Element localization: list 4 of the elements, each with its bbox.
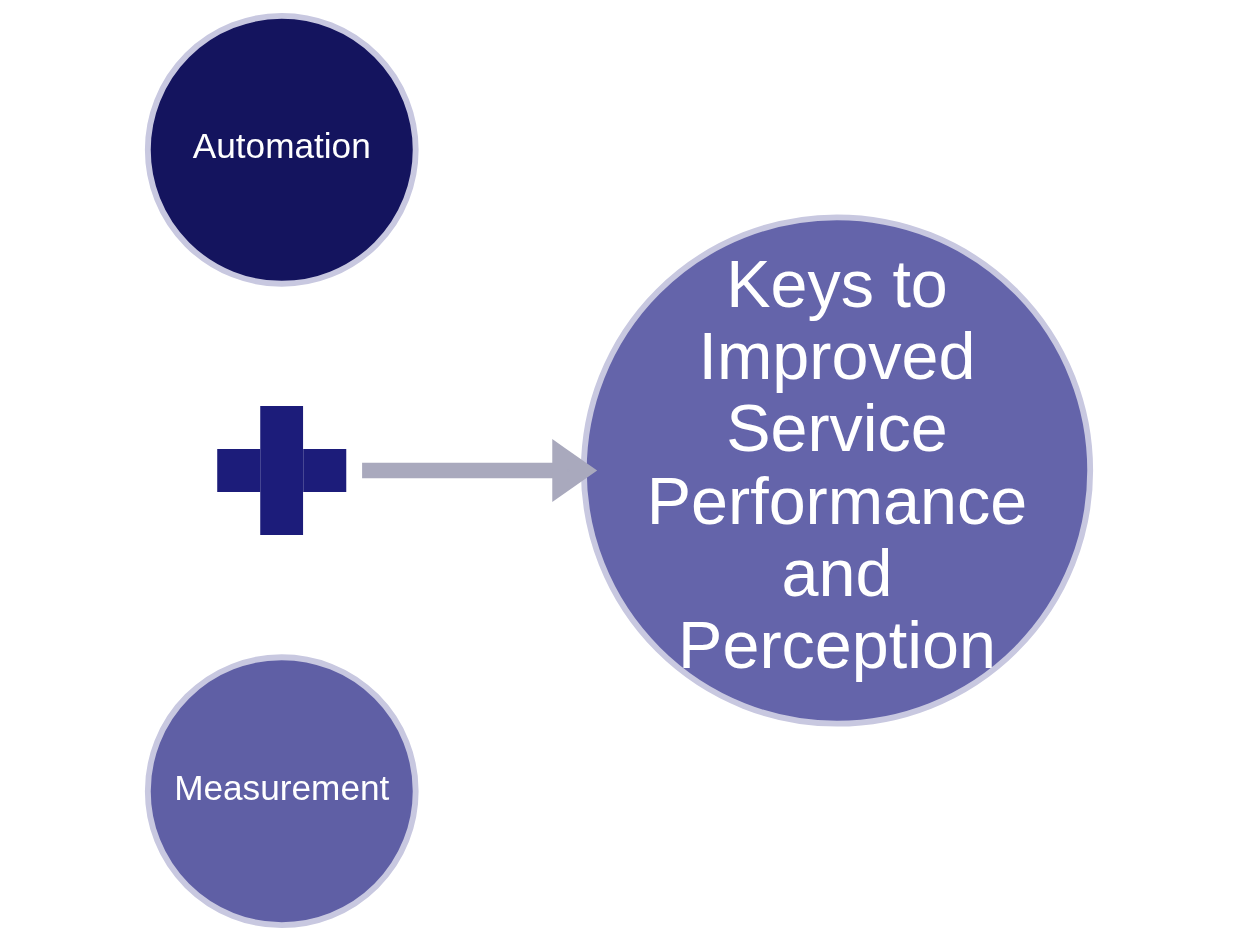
node-circle: Measurement [144, 654, 419, 928]
arrow [361, 439, 597, 502]
node-circle: Keys to Improved Service Performance and Perception [580, 214, 1093, 727]
node-circle: Automation [144, 13, 419, 287]
